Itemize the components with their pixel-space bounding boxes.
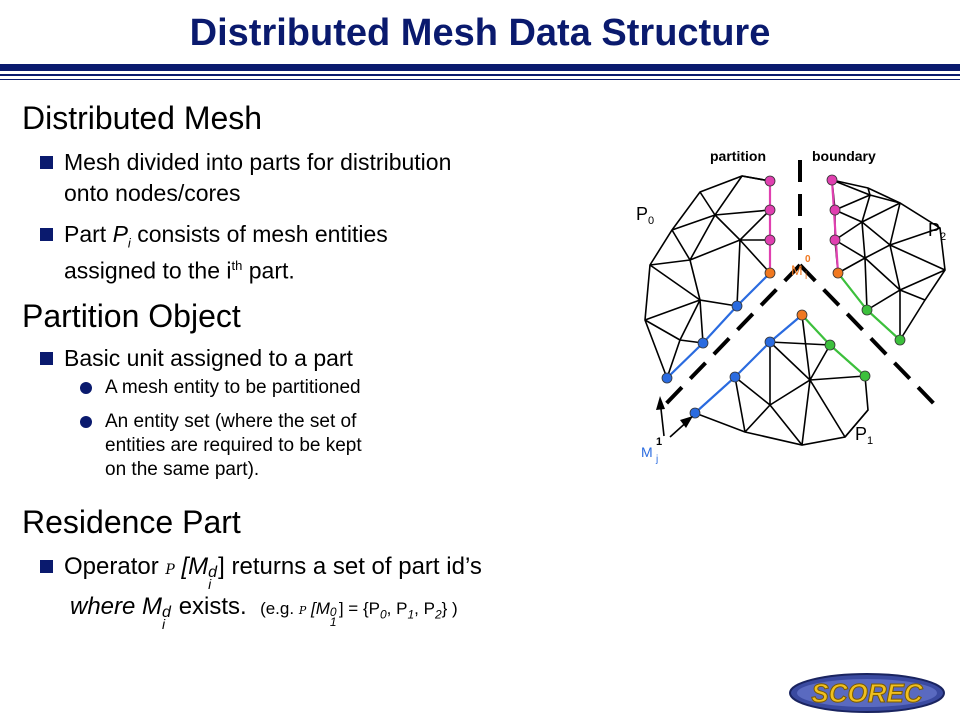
subbullet-text: An entity set (where the set of (105, 411, 357, 432)
vertex-pink (826, 174, 838, 186)
round-bullet-icon (80, 382, 92, 394)
svg-text:1: 1 (656, 436, 662, 448)
svg-text:j: j (655, 454, 658, 465)
vertex-pink (764, 204, 776, 216)
vertex-blue (661, 372, 673, 384)
heading-partition-object: Partition Object (22, 298, 241, 334)
bullet-text: Mesh divided into parts for distribution (64, 149, 452, 175)
bullet-text: assigned to the ith part. (64, 257, 295, 284)
label-boundary: boundary (812, 148, 876, 164)
svg-text:i: i (805, 271, 807, 282)
vertex-blue (697, 337, 709, 349)
logo-text: SCOREC (811, 678, 923, 708)
svg-text:0: 0 (805, 254, 811, 265)
svg-text:0: 0 (648, 215, 654, 227)
vertex-pink (764, 175, 776, 187)
vertex-green (859, 370, 871, 382)
label-Mj1: M1 j (641, 436, 662, 465)
blue-boundary-edges (666, 272, 771, 379)
svg-text:M: M (641, 444, 653, 460)
label-partition: partition (710, 148, 766, 164)
vertex-blue (764, 336, 776, 348)
svg-text:1: 1 (867, 435, 873, 447)
round-bullet-icon (80, 416, 92, 428)
vertex-pink (829, 234, 841, 246)
arrowhead-icon (680, 416, 693, 428)
vertex-blue (689, 407, 701, 419)
vertex-orange (796, 309, 808, 321)
svg-text:2: 2 (940, 231, 946, 243)
label-Mi0: M0 i (791, 254, 811, 282)
vertex-orange (832, 267, 844, 279)
bullet-text: Part Pi consists of mesh entities (64, 221, 388, 251)
vertex-green (861, 304, 873, 316)
square-bullet-icon (40, 228, 53, 241)
vertex-orange (764, 267, 776, 279)
svg-text:M: M (791, 262, 803, 278)
subbullet-text: on the same part). (105, 459, 260, 480)
vertex-green (894, 334, 906, 346)
square-bullet-icon (40, 560, 53, 573)
svg-text:P: P (636, 204, 648, 224)
pink-boundary-edges (830, 179, 840, 274)
svg-text:P: P (928, 220, 940, 240)
heading-distributed-mesh: Distributed Mesh (22, 100, 263, 136)
title-rule (0, 74, 960, 76)
svg-text:P: P (855, 424, 867, 444)
slide-title: Distributed Mesh Data Structure (189, 12, 771, 54)
vertex-blue (731, 300, 743, 312)
scorec-logo: SCOREC (789, 673, 945, 713)
bullet-text: Basic unit assigned to a part (64, 345, 353, 371)
subbullet-text: entities are required to be kept (105, 435, 362, 456)
arrowhead-icon (656, 396, 665, 410)
square-bullet-icon (40, 352, 53, 365)
title-rule (0, 79, 960, 80)
blue-boundary-edges (694, 314, 803, 414)
title-rule (0, 64, 960, 71)
vertex-blue (729, 371, 741, 383)
vertex-pink (829, 204, 841, 216)
bullet-text: onto nodes/cores (64, 180, 241, 206)
square-bullet-icon (40, 156, 53, 169)
heading-residence-part: Residence Part (22, 504, 241, 540)
vertex-green (824, 339, 836, 351)
vertex-pink (764, 234, 776, 246)
partition-boundary-lines (658, 160, 942, 412)
mesh-edges (644, 175, 946, 446)
subbullet-text: A mesh entity to be partitioned (105, 377, 361, 398)
